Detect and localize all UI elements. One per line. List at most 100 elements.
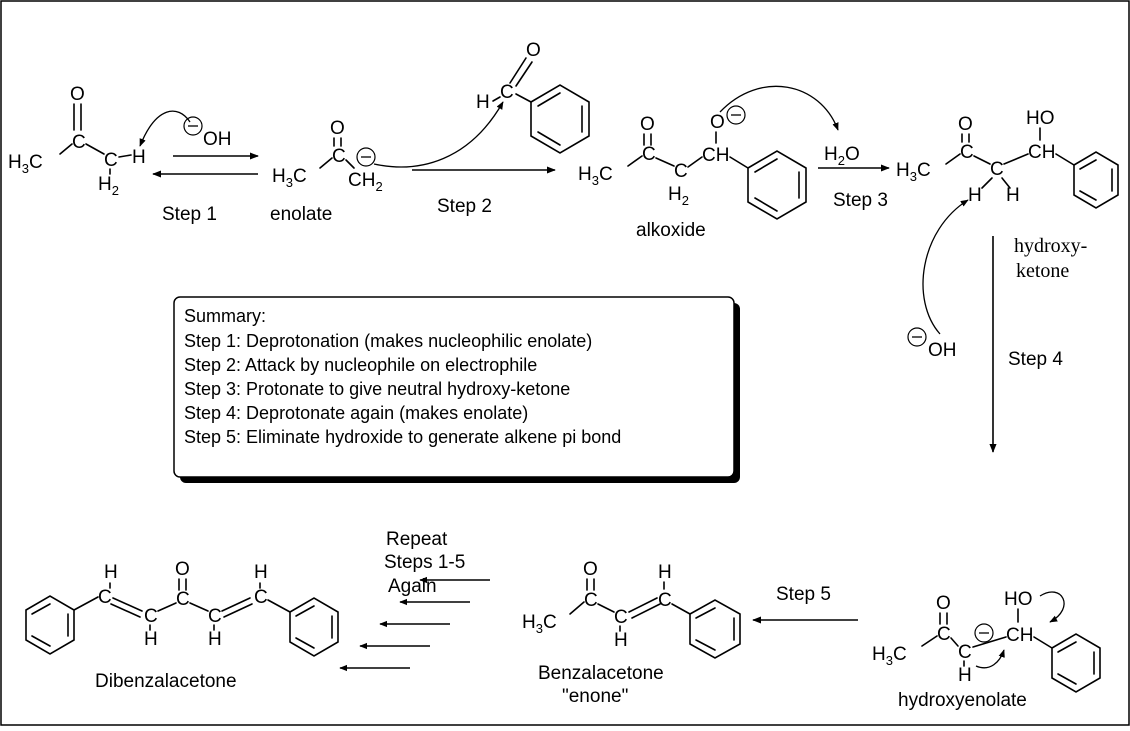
summary-item-step3: Step 3: Protonate to give neutral hydrox… — [184, 379, 570, 399]
h3c-label: H3C — [522, 612, 557, 636]
oxygen-atom: O — [936, 593, 951, 614]
alpha-carbon: C — [674, 161, 688, 182]
alpha-carbon: C — [104, 150, 118, 171]
oxygen-atom: O — [70, 84, 85, 105]
carbonyl-carbon: C — [960, 142, 974, 163]
negative-charge-icon — [974, 623, 994, 643]
alpha-hydrogen: H — [132, 147, 146, 168]
repeat-label-line2: Steps 1-5 — [384, 552, 465, 573]
alpha-hydrogen: H — [614, 630, 628, 651]
oxygen-atom: O — [958, 114, 973, 135]
alkoxide-molecule: H3C C O C H2 CH O — [578, 105, 807, 220]
aldehyde-carbon: C — [500, 82, 514, 103]
carbonyl-carbon: C — [72, 132, 86, 153]
ch-label: CH — [1028, 142, 1055, 163]
hydroxy-ketone-label-line1: hydroxy- — [1014, 235, 1087, 257]
enolate-label: enolate — [270, 204, 332, 225]
hydroxy-ketone-label-line2: ketone — [1016, 260, 1069, 282]
h3c-label: H3C — [272, 166, 307, 190]
acetone-molecule: H3C C O C H H2 — [8, 84, 146, 198]
repeat-label-line1: Repeat — [386, 529, 448, 550]
enolate-molecule: H3C C O CH2 — [272, 118, 383, 194]
hydroxyl-label: HO — [1004, 589, 1033, 610]
summary-item-step1: Step 1: Deprotonation (makes nucleophili… — [184, 331, 592, 351]
alpha-carbon: C — [614, 607, 628, 628]
negative-charge-icon — [907, 327, 927, 347]
step2-label: Step 2 — [437, 196, 492, 217]
step5-label: Step 5 — [776, 584, 831, 605]
carbonyl-carbon: C — [642, 144, 656, 165]
negative-charge-icon — [183, 116, 203, 136]
alpha-carbon-left: C — [144, 606, 158, 627]
negative-charge-icon — [726, 105, 746, 125]
benzalacetone-label-line2: "enone" — [562, 686, 628, 707]
beta-carbon-left: C — [98, 587, 112, 608]
hydroxide-step4: OH — [907, 327, 957, 361]
h2-label: H2 — [668, 184, 689, 208]
summary-box: Summary: Step 1: Deprotonation (makes nu… — [173, 296, 740, 483]
summary-item-step2: Step 2: Attack by nucleophile on electro… — [184, 355, 537, 375]
hydroxyenolate-label: hydroxyenolate — [898, 690, 1027, 711]
repeat-label-line3: Again — [388, 576, 437, 597]
alpha-hydrogen: H — [958, 665, 972, 686]
summary-title: Summary: — [184, 306, 266, 326]
oxygen-atom: O — [526, 40, 541, 61]
hydroxide-label: OH — [928, 340, 957, 361]
step4-label: Step 4 — [1008, 349, 1063, 370]
alpha-hydrogen-right: H — [1006, 185, 1020, 206]
oxygen-atom: O — [175, 559, 190, 580]
hydroxyl-label: HO — [1026, 108, 1055, 129]
carbonyl-carbon: C — [176, 589, 190, 610]
ch-label: CH — [702, 145, 729, 166]
carbonyl-carbon: C — [332, 146, 346, 167]
alpha-carbon: C — [990, 159, 1004, 180]
oxygen-atom: O — [640, 114, 655, 135]
curly-arrow-elimination-2 — [1039, 591, 1065, 623]
alpha-hydrogen-left: H — [144, 629, 158, 650]
curly-arrow-elimination-1 — [975, 649, 1005, 669]
dibenzalacetone-label: Dibenzalacetone — [95, 671, 237, 692]
h3c-label: H3C — [8, 152, 43, 176]
carbonyl-carbon: C — [937, 624, 951, 645]
benzalacetone-molecule: H3C C O C H C H — [522, 559, 741, 659]
h2-label: H2 — [98, 174, 119, 198]
beta-carbon: C — [658, 590, 672, 611]
h3c-label: H3C — [578, 164, 613, 188]
alpha-carbon: C — [958, 642, 972, 663]
ch-label: CH — [1006, 625, 1033, 646]
ch2-label: CH2 — [348, 170, 383, 194]
beta-hydrogen-right: H — [254, 562, 268, 583]
dibenzalacetone-molecule: C H C H C O C H C H — [25, 559, 339, 657]
beta-hydrogen-left: H — [104, 562, 118, 583]
oxygen-atom: O — [583, 559, 598, 580]
summary-item-step4: Step 4: Deprotonate again (makes enolate… — [184, 403, 528, 423]
h3c-label: H3C — [872, 644, 907, 668]
beta-hydrogen: H — [658, 562, 672, 583]
curly-arrow-step4 — [922, 199, 969, 335]
alpha-hydrogen-left: H — [968, 185, 982, 206]
curly-arrow-step3 — [719, 85, 839, 131]
alpha-carbon-right: C — [208, 606, 222, 627]
hydroxy-ketone-molecule: H3C C O C H H CH HO — [896, 108, 1119, 209]
hydroxyenolate-molecule: H3C C O C H CH HO — [872, 589, 1101, 693]
summary-item-step5: Step 5: Eliminate hydroxide to generate … — [184, 427, 621, 447]
hydroxide-step1: OH — [183, 116, 232, 150]
benzaldehyde-molecule: O H C — [476, 40, 590, 154]
hydroxide-label: OH — [203, 129, 232, 150]
curly-arrow-step1 — [139, 110, 191, 147]
alkoxide-label: alkoxide — [636, 220, 706, 241]
step1-label: Step 1 — [162, 204, 217, 225]
alkoxide-oxygen: O — [710, 112, 725, 133]
step3-label: Step 3 — [833, 190, 888, 211]
alpha-hydrogen-right: H — [208, 629, 222, 650]
curly-arrow-step2 — [373, 101, 504, 168]
negative-charge-icon — [356, 147, 376, 167]
water-label: H2O — [824, 144, 860, 168]
aldehyde-hydrogen: H — [476, 92, 490, 113]
h3c-label: H3C — [896, 160, 931, 184]
oxygen-atom: O — [330, 118, 345, 139]
benzalacetone-label-line1: Benzalacetone — [538, 663, 664, 684]
carbonyl-carbon: C — [584, 590, 598, 611]
